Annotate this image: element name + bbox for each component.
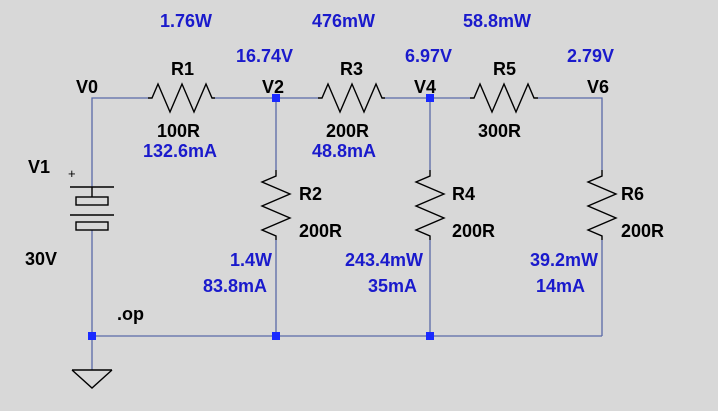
resistor-r2[interactable] (260, 170, 292, 240)
junction-gnd-v1 (88, 332, 96, 340)
r4-value: 200R (452, 221, 495, 241)
v2-voltage: 16.74V (236, 46, 293, 66)
r2-name: R2 (299, 184, 322, 204)
resistor-r5[interactable] (470, 82, 538, 114)
r3-name: R3 (340, 59, 363, 79)
node-v2-label: V2 (262, 77, 284, 97)
r2-power: 1.4W (230, 250, 272, 270)
r3-value: 200R (326, 121, 369, 141)
node-v6-label: V6 (587, 77, 609, 97)
junction-gnd-r2 (272, 332, 280, 340)
v1-name: V1 (28, 157, 50, 177)
r6-value: 200R (621, 221, 664, 241)
wire-v0 (91, 97, 148, 187)
node-v4-label: V4 (414, 77, 436, 97)
resistor-r4[interactable] (414, 170, 446, 240)
node-v0-label: V0 (76, 77, 98, 97)
r6-current: 14mA (536, 276, 585, 296)
resistor-r6[interactable] (586, 170, 618, 240)
r5-power: 58.8mW (463, 11, 531, 31)
r1-current: 132.6mA (143, 141, 217, 161)
resistor-r3[interactable] (318, 82, 385, 114)
v1-value: 30V (25, 249, 57, 269)
r5-name: R5 (493, 59, 516, 79)
wire-r5-r6 (538, 97, 603, 170)
r1-value: 100R (157, 121, 200, 141)
junction-gnd-r4 (426, 332, 434, 340)
junction-v2 (272, 94, 280, 102)
v4-voltage: 6.97V (405, 46, 452, 66)
r4-power: 243.4mW (345, 250, 423, 270)
r4-name: R4 (452, 184, 475, 204)
r3-power: 476mW (312, 11, 375, 31)
op-directive[interactable]: .op (117, 304, 144, 324)
ground-icon (71, 369, 113, 389)
voltage-source-v1[interactable] (70, 186, 114, 231)
r6-power: 39.2mW (530, 250, 598, 270)
r2-value: 200R (299, 221, 342, 241)
r6-name: R6 (621, 184, 644, 204)
r3-current: 48.8mA (312, 141, 376, 161)
v6-voltage: 2.79V (567, 46, 614, 66)
r4-current: 35mA (368, 276, 417, 296)
resistor-r1[interactable] (148, 82, 215, 114)
r1-name: R1 (171, 59, 194, 79)
junction-v4 (426, 94, 434, 102)
r2-current: 83.8mA (203, 276, 267, 296)
r5-value: 300R (478, 121, 521, 141)
r1-power: 1.76W (160, 11, 212, 31)
wires (91, 97, 603, 370)
plus-sign: + (68, 166, 76, 181)
junctions (88, 94, 434, 340)
